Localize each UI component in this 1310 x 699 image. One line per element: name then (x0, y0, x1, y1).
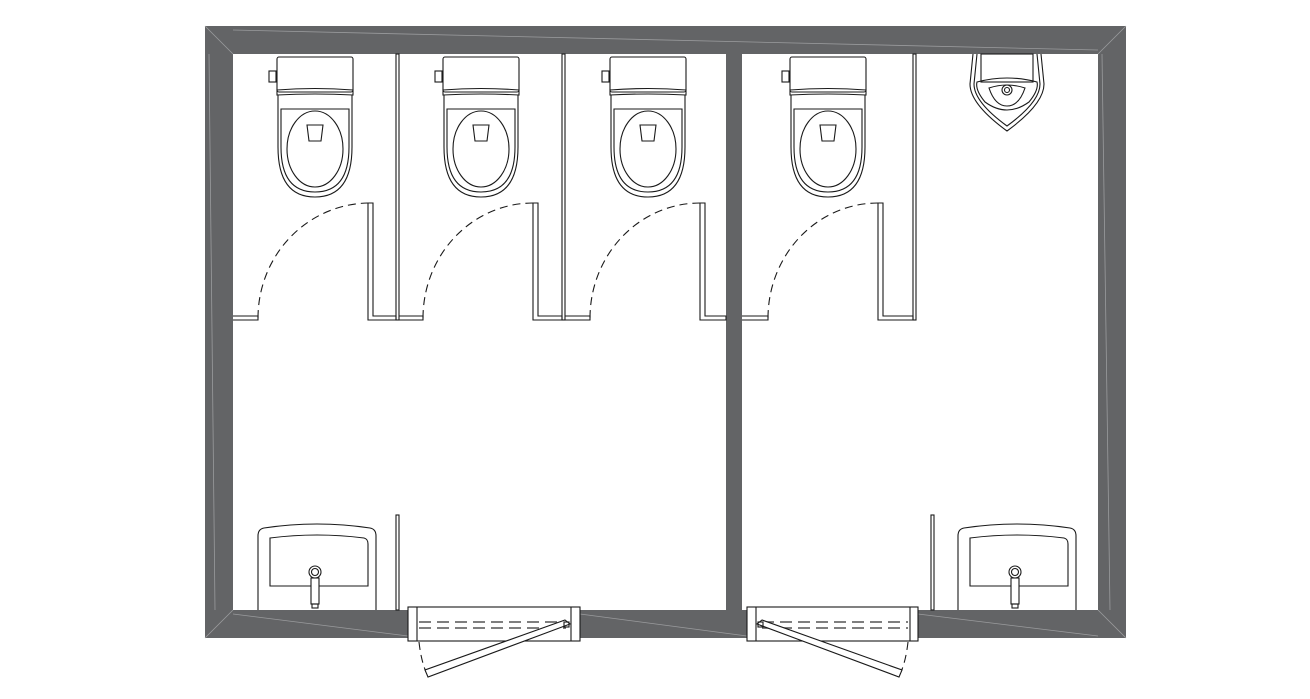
toilet-3 (601, 56, 687, 198)
sink-left (257, 523, 377, 611)
sink-right (957, 523, 1077, 611)
center-dividing-wall (726, 54, 742, 610)
stall-door-3[interactable] (565, 202, 727, 321)
toilet-1 (268, 56, 354, 198)
door-frame (746, 606, 919, 642)
stall-door-2[interactable] (399, 202, 563, 321)
door-leaf (755, 619, 903, 678)
stall-door-1[interactable] (233, 202, 397, 321)
wall-hatch-lines (204, 25, 1127, 639)
urinal (969, 53, 1045, 132)
stall-door-4[interactable] (742, 202, 914, 321)
door-frame (407, 606, 581, 642)
toilet-4 (781, 56, 867, 198)
privacy-screen-right (930, 514, 935, 611)
stall-partitions (395, 53, 935, 611)
entrance-door-left[interactable] (407, 606, 581, 678)
entrance-door-right[interactable] (746, 606, 919, 678)
wall-bottom-right (918, 610, 1126, 638)
partition-2 (561, 53, 566, 321)
wall-right (1098, 26, 1126, 638)
wall-bottom-middle (580, 610, 747, 638)
partition-1 (395, 53, 400, 321)
toilet-2 (434, 56, 520, 198)
exterior-walls (205, 26, 1126, 638)
partition-3 (912, 53, 917, 321)
door-leaf (424, 619, 572, 678)
privacy-screen-left (395, 514, 400, 611)
wall-left (205, 26, 233, 638)
